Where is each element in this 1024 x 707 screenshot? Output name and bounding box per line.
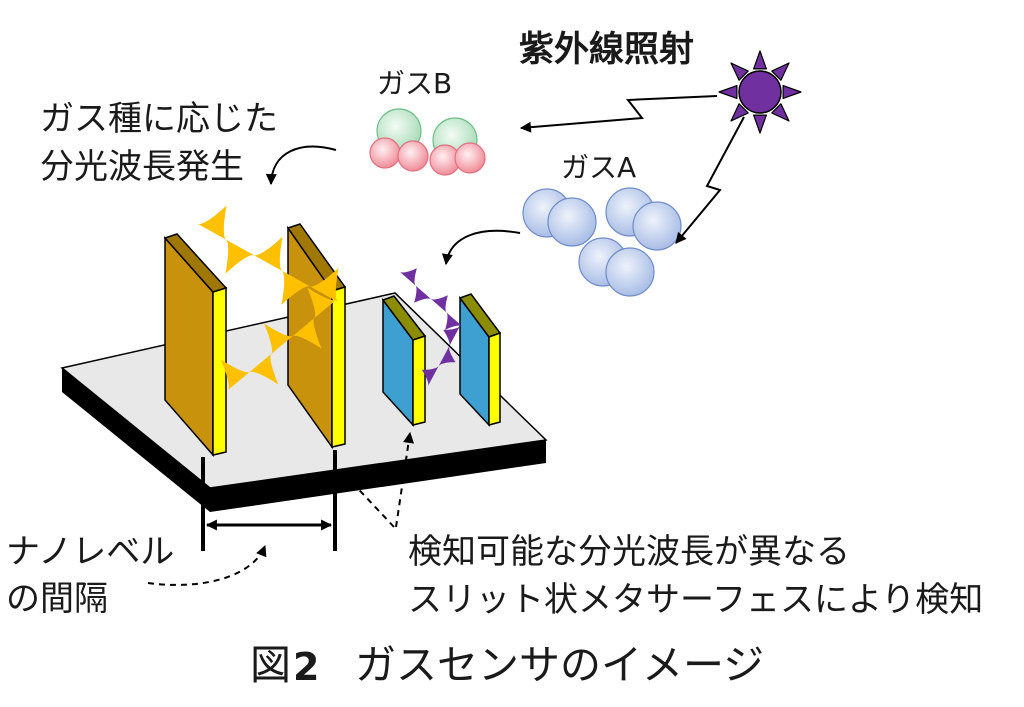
detection-pointer-secondary: [347, 477, 395, 528]
narrow-spectrum-wave-incident: [400, 268, 462, 330]
sun-ray: [771, 103, 790, 122]
plate-edge: [331, 285, 346, 448]
figure-caption-title: ガスセンサのイメージ: [355, 641, 765, 689]
wide-spectrum-wave-incident: [198, 205, 339, 305]
figure-caption-prefix: 図: [250, 641, 291, 689]
sun-ray: [730, 62, 749, 81]
uv-source-icon: [718, 50, 802, 134]
narrow-spectrum-wave-reflected: [421, 326, 460, 386]
uv-arrow-to-gas-b: [519, 95, 718, 133]
gas-b-molecule: [369, 108, 429, 172]
sun-ray: [730, 103, 749, 122]
nano-gap-label-line2: の間隔: [6, 579, 108, 619]
sun-ray: [782, 84, 802, 100]
sun-ray: [718, 84, 738, 100]
nano-gap-label-line1: ナノレベル: [6, 532, 175, 572]
sun-rays: [718, 50, 802, 134]
gas-b-lower-atom: [397, 140, 429, 172]
gas-b-lower-atom: [454, 142, 486, 174]
uv-irradiation-label: 紫外線照射: [519, 30, 695, 70]
uv-arrow-to-gas-a: [675, 116, 745, 244]
plate-edge: [412, 334, 426, 426]
gas-b-lower-atom: [369, 137, 401, 169]
wide-slit-plate-left: [163, 233, 228, 457]
substrate-front-side: [210, 440, 546, 512]
detection-pointer: [395, 431, 414, 528]
sun-ray: [771, 62, 790, 81]
gas-b-label: ガスB: [377, 67, 453, 100]
emission-pointer-arrow: [265, 145, 337, 186]
gas-a-molecule: [522, 188, 597, 247]
figure-caption-number: 2: [293, 645, 320, 689]
gas-a-atom: [605, 247, 655, 297]
detection-label-line1: 検知可能な分光波長が異なる: [408, 532, 850, 572]
narrow-slit-plate-right: [458, 293, 502, 427]
gas-a-pointer-arrow: [441, 229, 521, 266]
gas-a-molecule: [605, 187, 682, 251]
gas-a-molecule: [578, 237, 655, 297]
sun-ray: [752, 50, 768, 70]
gas-a-atom: [547, 197, 597, 247]
narrow-slit-plate-left: [381, 295, 427, 427]
sun-disc: [738, 70, 782, 114]
gas-a-label: ガスA: [561, 151, 637, 184]
gas-b-molecule: [429, 117, 486, 176]
plate-edge: [212, 286, 227, 456]
emission-label-line1: ガス種に応じた: [40, 99, 278, 139]
sun-ray: [752, 114, 768, 134]
wide-spectrum-wave-reflected: [220, 287, 336, 390]
gas-a-atom: [632, 201, 682, 251]
emission-label-line2: 分光波長発生: [40, 147, 244, 187]
substrate-left-side: [62, 368, 210, 512]
detection-label-line2: スリット状メタサーフェスにより検知: [408, 580, 984, 620]
plate-edge: [488, 331, 501, 426]
